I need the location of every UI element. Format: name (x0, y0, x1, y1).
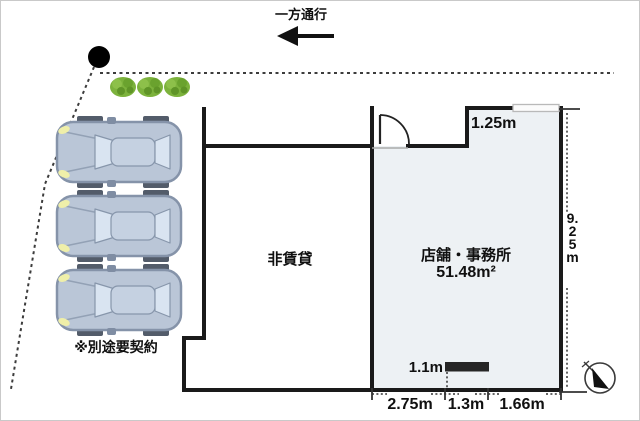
store-room-area (372, 108, 561, 390)
dimension-counter-label: 1.1m (408, 359, 443, 376)
car-illustration (55, 263, 183, 337)
utility-pole-icon (88, 46, 110, 68)
counter-bar (445, 362, 489, 372)
bush-row (110, 77, 190, 97)
store-room-area-label: 51.48m² (436, 264, 496, 281)
dimension-height-label: 9.25m (566, 210, 579, 265)
door-arc (372, 114, 410, 149)
right-dimension-lines (559, 108, 587, 393)
one-way-arrow-icon (277, 26, 334, 46)
window (512, 103, 560, 113)
one-way-label: 一方通行 (274, 7, 327, 22)
parking-note-label: ※別途要契約 (74, 339, 158, 355)
bush-icon (164, 77, 190, 97)
dimension-entry-label: 1.25m (471, 115, 517, 132)
dimension-bottom-middle-label: 1.3m (447, 396, 485, 413)
bush-icon (137, 77, 163, 97)
store-room-name-label: 店舗・事務所 (420, 247, 511, 264)
car-illustration (55, 189, 183, 263)
dimension-bottom-right-label: 1.66m (499, 396, 545, 413)
bush-icon (110, 77, 136, 97)
bottom-dimension-lines (371, 388, 562, 400)
dimension-bottom-left-label: 2.75m (387, 396, 433, 413)
car-illustration (55, 115, 183, 189)
north-arrow-icon (581, 360, 616, 394)
non-rental-room-label: 非賃貸 (267, 251, 313, 268)
